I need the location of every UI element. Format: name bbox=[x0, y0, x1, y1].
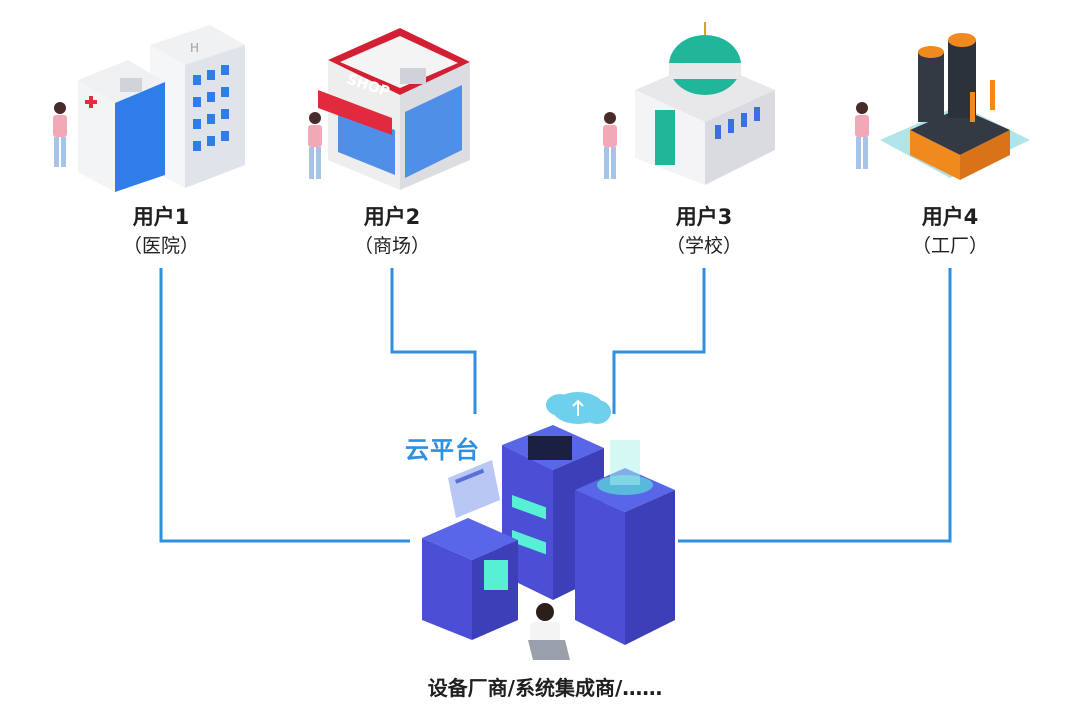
user4-name: 用户4 bbox=[921, 205, 979, 229]
user1-label: 用户1 （医院） bbox=[101, 203, 221, 261]
user4-label: 用户4 （工厂） bbox=[890, 203, 1010, 261]
user2-name: 用户2 bbox=[363, 205, 421, 229]
factory-icon bbox=[880, 33, 1030, 180]
user3-type: （学校） bbox=[665, 235, 742, 257]
connector-user2 bbox=[390, 268, 477, 414]
connector-user1 bbox=[159, 268, 410, 543]
vendor-caption: 设备厂商/系统集成商/…… bbox=[427, 676, 663, 700]
server-cluster-icon bbox=[422, 392, 675, 660]
user2-label: 用户2 （商场） bbox=[332, 203, 452, 261]
person-user2 bbox=[308, 112, 322, 179]
school-icon bbox=[635, 22, 775, 185]
cloud-icon bbox=[546, 392, 611, 424]
connector-user3 bbox=[612, 268, 706, 414]
person-user3 bbox=[603, 112, 617, 179]
hospital-icon: H bbox=[78, 25, 245, 192]
engineer-person bbox=[528, 603, 570, 660]
svg-text:H: H bbox=[190, 41, 199, 55]
shop-icon: SHOP bbox=[318, 28, 470, 190]
cloud-platform-title: 云平台 bbox=[405, 436, 480, 464]
person-user1 bbox=[53, 102, 67, 167]
user2-type: （商场） bbox=[353, 235, 430, 257]
user1-type: （医院） bbox=[122, 235, 199, 257]
connector-lines bbox=[159, 268, 952, 543]
user3-name: 用户3 bbox=[675, 205, 733, 229]
user3-label: 用户3 （学校） bbox=[644, 203, 764, 261]
user4-type: （工厂） bbox=[911, 235, 988, 257]
connector-user4 bbox=[678, 268, 952, 543]
person-user4 bbox=[855, 102, 869, 169]
user1-name: 用户1 bbox=[132, 205, 190, 229]
